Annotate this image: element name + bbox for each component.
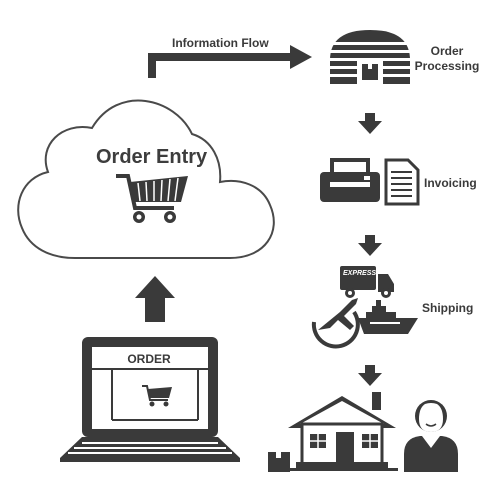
- down-arrow-icon: [358, 113, 382, 134]
- airplane-globe-icon: [311, 298, 360, 349]
- information-flow-label: Information Flow: [172, 36, 269, 50]
- order-entry-cloud: [17, 99, 275, 259]
- order-processing-label: Order Processing: [410, 44, 484, 74]
- order-entry-title: Order Entry: [96, 146, 208, 168]
- house-icon: [286, 392, 398, 471]
- shopping-cart-icon: [142, 385, 172, 407]
- box-icon: [268, 452, 290, 472]
- up-arrow-icon: [135, 276, 175, 322]
- laptop-icon: [60, 337, 240, 462]
- customer-icon: [404, 400, 458, 472]
- down-arrow-icon: [358, 235, 382, 256]
- order-processing-label-line1: Order: [430, 44, 464, 58]
- express-label: EXPRESS: [343, 270, 377, 277]
- shipping-label: Shipping: [422, 301, 474, 315]
- printer-icon: [320, 158, 380, 202]
- express-truck-icon: [340, 266, 394, 298]
- shopping-cart-icon: [116, 174, 188, 223]
- warehouse-icon: [330, 30, 410, 84]
- order-processing-label-line2: Processing: [414, 59, 480, 73]
- invoicing-label: Invoicing: [424, 176, 477, 190]
- information-flow-arrow: [148, 45, 312, 78]
- down-arrow-icon: [358, 365, 382, 386]
- document-icon: [384, 158, 420, 206]
- ship-icon: [358, 300, 418, 334]
- order-screen-header: ORDER: [127, 352, 171, 366]
